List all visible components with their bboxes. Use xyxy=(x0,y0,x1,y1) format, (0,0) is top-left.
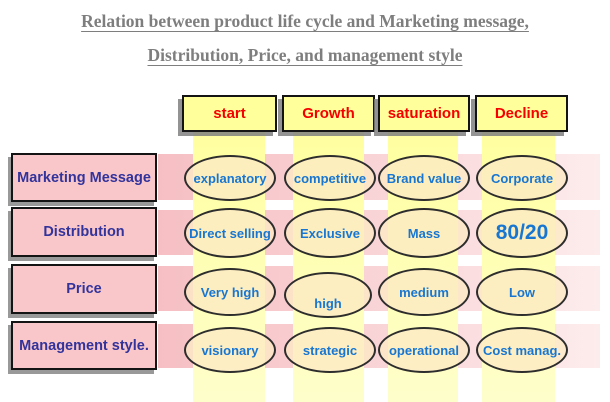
cell-management-style-decline: Cost manag. xyxy=(476,327,568,373)
cell-distribution-decline: 80/20 xyxy=(476,208,568,258)
column-header-growth: Growth xyxy=(282,95,375,132)
cell-marketing-message-growth: competitive xyxy=(284,155,376,201)
cell-management-style-saturation: operational xyxy=(378,327,470,373)
row-label-management-style: Management style. xyxy=(11,321,157,370)
cell-management-style-growth: strategic xyxy=(284,327,376,373)
column-header-decline: Decline xyxy=(475,95,568,132)
cell-marketing-message-saturation: Brand value xyxy=(378,155,470,201)
cell-marketing-message-start: explanatory xyxy=(184,155,276,201)
column-header-start: start xyxy=(182,95,277,132)
row-label-distribution: Distribution xyxy=(11,207,157,257)
column-header-saturation: saturation xyxy=(378,95,470,132)
cell-management-style-start: visionary xyxy=(184,327,276,373)
cell-price-growth: high xyxy=(284,272,372,318)
diagram-title: Relation between product life cycle and … xyxy=(0,10,610,66)
cell-distribution-start: Direct selling xyxy=(184,208,276,258)
row-label-price: Price xyxy=(11,264,157,314)
cell-price-start: Very high xyxy=(184,268,276,316)
cell-marketing-message-decline: Corporate xyxy=(476,155,568,201)
cell-price-saturation: medium xyxy=(378,268,470,316)
cell-price-decline: Low xyxy=(476,268,568,316)
title-line-1: Relation between product life cycle and … xyxy=(81,11,529,31)
cell-distribution-saturation: Mass xyxy=(378,208,470,258)
cell-distribution-growth: Exclusive xyxy=(284,208,376,258)
title-line-2: Distribution, Price, and management styl… xyxy=(147,45,463,65)
row-label-marketing-message: Marketing Message xyxy=(11,153,157,202)
